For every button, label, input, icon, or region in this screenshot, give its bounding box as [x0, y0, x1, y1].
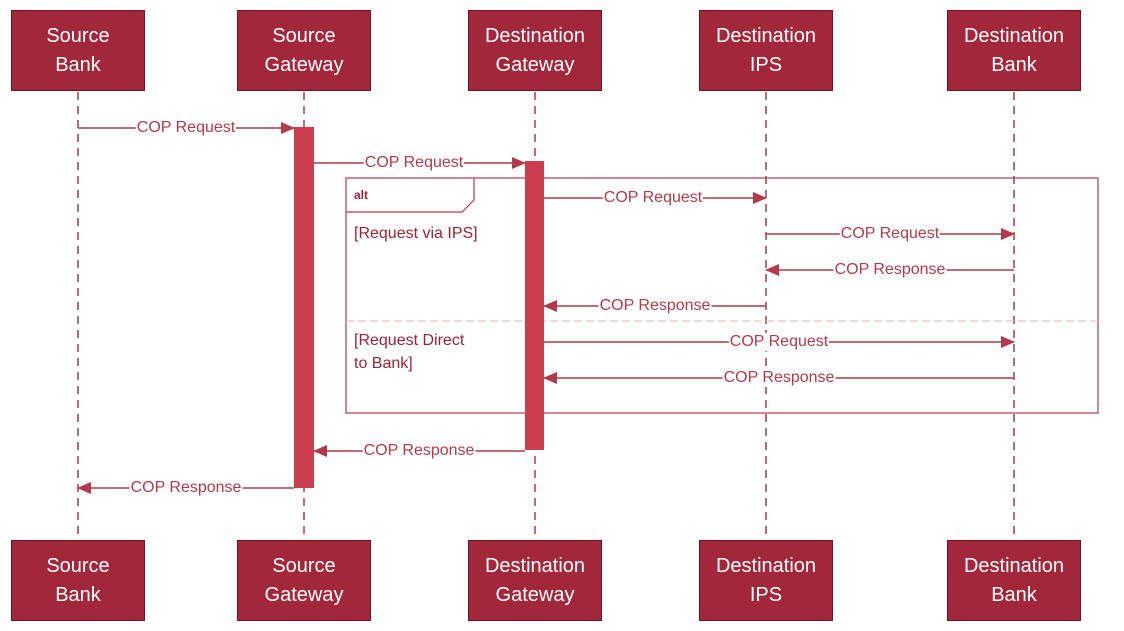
alt-guard-direct: [Request Direct to Bank] [354, 332, 465, 372]
participant-bottom-destination-bank: Destination Bank [947, 540, 1081, 621]
message-label-7: COP Request [728, 333, 830, 351]
message-label-6: COP Response [598, 297, 712, 315]
message-label-3: COP Request [602, 189, 704, 207]
participant-bottom-source-bank: Source Bank [11, 540, 145, 621]
message-label-10: COP Response [129, 479, 243, 497]
participant-top-destination-gateway: Destination Gateway [468, 10, 602, 91]
activation-source-gateway [294, 127, 314, 488]
alt-frame-tab [346, 178, 475, 213]
participant-top-destination-bank: Destination Bank [947, 10, 1081, 91]
alt-frame [345, 177, 1099, 414]
message-label-5: COP Response [833, 261, 947, 279]
message-label-8: COP Response [722, 369, 836, 387]
alt-guard-ips: [Request via IPS] [354, 225, 478, 242]
message-label-2: COP Request [363, 154, 465, 172]
participant-top-source-bank: Source Bank [11, 10, 145, 91]
participant-bottom-destination-gateway: Destination Gateway [468, 540, 602, 621]
participant-bottom-source-gateway: Source Gateway [237, 540, 371, 621]
participant-top-destination-ips: Destination IPS [699, 10, 833, 91]
message-label-9: COP Response [362, 442, 476, 460]
message-label-4: COP Request [839, 225, 941, 243]
alt-frame-tag: alt [354, 188, 369, 202]
message-label-1: COP Request [135, 119, 237, 137]
participant-top-source-gateway: Source Gateway [237, 10, 371, 91]
activation-destination-gateway [525, 161, 544, 450]
participant-bottom-destination-ips: Destination IPS [699, 540, 833, 621]
